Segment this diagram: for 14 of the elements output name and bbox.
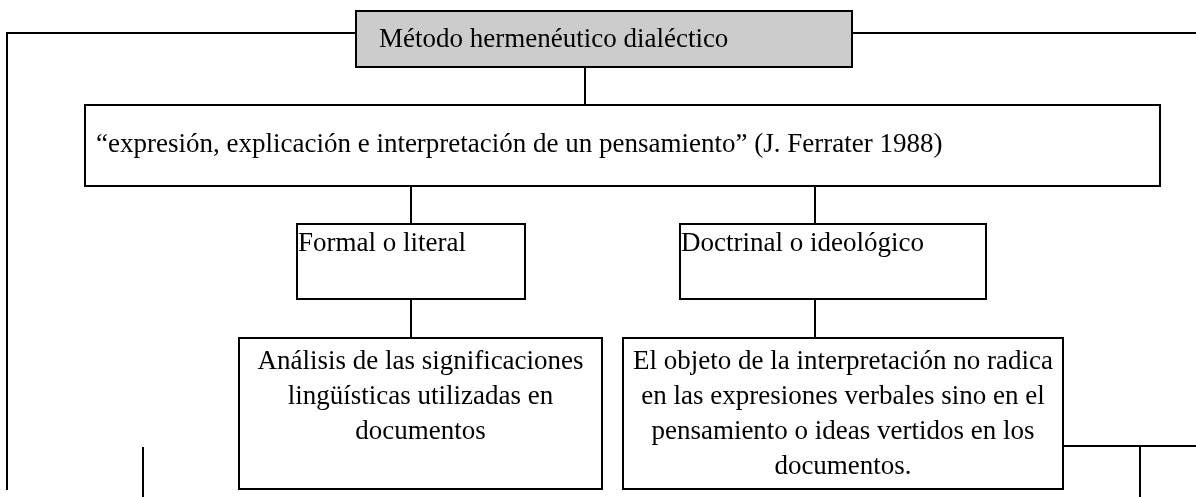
text-box: “expresión, explicación e interpretación de un pensamiento” (J. Ferrater 1988) bbox=[84, 104, 1161, 187]
text-box: El objeto de la interpretación no radica en las expresiones verbales sino en el pensamiento o ideas vertidos en los documentos. bbox=[622, 337, 1064, 490]
connector-line bbox=[1063, 445, 1196, 497]
text-box: Análisis de las significaciones lingüísticas utilizadas en documentos bbox=[238, 337, 603, 490]
connector-line bbox=[410, 186, 412, 224]
connector-line bbox=[410, 299, 412, 338]
connector-line bbox=[584, 67, 586, 105]
text-box: Doctrinal o ideológico bbox=[679, 223, 987, 300]
text-box: Formal o literal bbox=[296, 223, 526, 300]
connector-line bbox=[814, 299, 816, 338]
connector-line bbox=[6, 32, 356, 491]
connector-line bbox=[814, 186, 816, 224]
text-box: Método hermenéutico dialéctico bbox=[355, 10, 853, 68]
connector-line bbox=[852, 32, 1196, 34]
